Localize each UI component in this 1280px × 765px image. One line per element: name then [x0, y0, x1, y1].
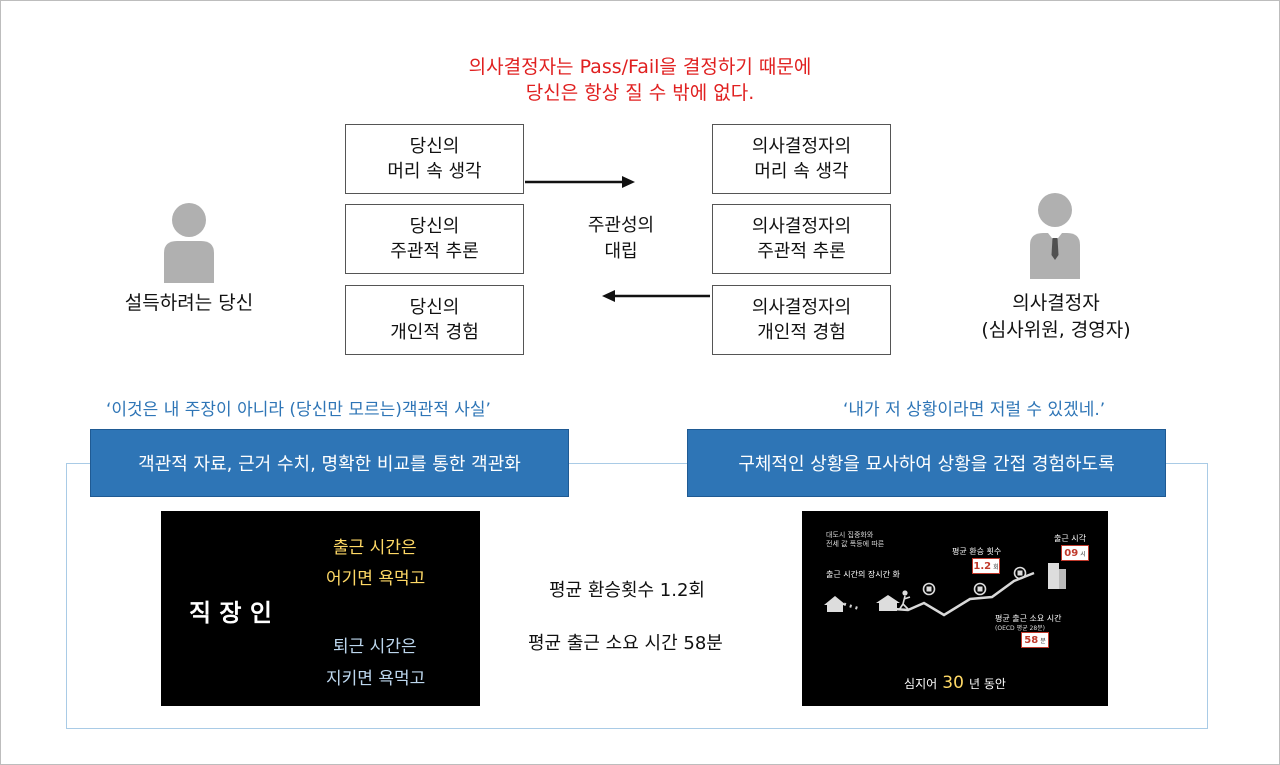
panel-text-1b: 어기면 욕먹고 [326, 569, 426, 589]
arrive-badge: 09 시 [1061, 545, 1089, 561]
transfer-badge: 1.2 회 [972, 558, 1000, 574]
transfer-value: 1.2 [973, 560, 992, 572]
box-line2: 개인적 경험 [390, 322, 479, 343]
box-line2: 머리 속 생각 [754, 161, 849, 182]
right-person-label-line2: (심사위원, 경영자) [981, 319, 1131, 341]
commute-sub: (OECD 평균 28분) [995, 625, 1046, 632]
commute-unit: 분 [1040, 637, 1046, 645]
right-example-panel: 대도시 집중화와 전세 값 폭등에 따른 출근 시간의 장시간 화 평균 환승 … [802, 511, 1108, 706]
right-quote: ‘내가 저 상황이라면 저럴 수 있겠네.’ [843, 400, 1106, 420]
arrow-right-icon [525, 176, 635, 188]
box-line1: 당신의 [409, 136, 460, 157]
decision-maker-icon [1030, 193, 1080, 279]
panel-text-1a: 출근 시간은 [333, 538, 417, 558]
your-experience-box: 당신의 개인적 경험 [345, 285, 524, 355]
left-example-panel: 직 장 인 출근 시간은 어기면 욕먹고 퇴근 시간은 지키면 욕먹고 [161, 511, 480, 706]
commute-route-graphic [824, 563, 1066, 617]
box-line1: 당신의 [409, 297, 460, 318]
box-line2: 머리 속 생각 [387, 161, 482, 182]
headline-line1: 의사결정자는 Pass/Fail을 결정하기 때문에 [468, 56, 812, 78]
box-line1: 의사결정자의 [751, 216, 852, 237]
arrive-value: 09 [1064, 547, 1079, 559]
person-icon-left [164, 203, 214, 283]
commute-badge: 58 분 [1021, 632, 1049, 648]
caption-part-c: 년 동안 [969, 677, 1006, 691]
bottom-frame [66, 463, 1208, 729]
box-line1: 의사결정자의 [751, 136, 852, 157]
dm-thoughts-box: 의사결정자의 머리 속 생각 [712, 124, 891, 194]
headline-line2: 당신은 항상 질 수 밖에 없다. [525, 82, 755, 104]
left-person-label: 설득하려는 당신 [124, 292, 254, 314]
transfer-label: 평균 환승 횟수 [952, 547, 1002, 556]
stat-commute-time: 평균 출근 소요 시간 58분 [528, 633, 723, 654]
stat-transfers: 평균 환승횟수 1.2회 [549, 580, 705, 601]
note-line3: 출근 시간의 장시간 화 [826, 570, 900, 579]
note-line2: 전세 값 폭등에 따른 [826, 540, 885, 548]
dm-experience-box: 의사결정자의 개인적 경험 [712, 285, 891, 355]
panel-title: 직 장 인 [189, 599, 272, 627]
right-banner: 구체적인 상황을 묘사하여 상황을 간접 경험하도록 [687, 429, 1166, 497]
box-line2: 주관적 추론 [390, 241, 479, 262]
arrive-unit: 시 [1080, 550, 1086, 558]
dm-reasoning-box: 의사결정자의 주관적 추론 [712, 204, 891, 274]
caption-part-b: 30 [942, 673, 964, 693]
your-thoughts-box: 당신의 머리 속 생각 [345, 124, 524, 194]
bottom-caption: 심지어 30 년 동안 [802, 673, 1108, 693]
left-quote: ‘이것은 내 주장이 아니라 (당신만 모르는)객관적 사실’ [106, 400, 491, 420]
arrow-left-icon [602, 290, 710, 302]
center-label-line1: 주관성의 [587, 215, 655, 236]
box-line2: 개인적 경험 [757, 322, 846, 343]
note-line1: 대도시 집중화와 [826, 531, 874, 539]
your-reasoning-box: 당신의 주관적 추론 [345, 204, 524, 274]
right-person-label-line1: 의사결정자 [1012, 292, 1100, 314]
panel-text-2b: 지키면 욕먹고 [326, 669, 426, 689]
box-line2: 주관적 추론 [757, 241, 846, 262]
commute-label: 평균 출근 소요 시간 [995, 614, 1062, 623]
center-label-line2: 대립 [604, 241, 638, 262]
commute-value: 58 [1024, 634, 1039, 646]
panel-text-2a: 퇴근 시간은 [333, 637, 417, 657]
transfer-unit: 회 [993, 563, 999, 571]
box-line1: 당신의 [409, 216, 460, 237]
arrive-label: 출근 시각 [1054, 534, 1086, 543]
caption-part-a: 심지어 [904, 677, 938, 691]
box-line1: 의사결정자의 [751, 297, 852, 318]
left-banner: 객관적 자료, 근거 수치, 명확한 비교를 통한 객관화 [90, 429, 569, 497]
